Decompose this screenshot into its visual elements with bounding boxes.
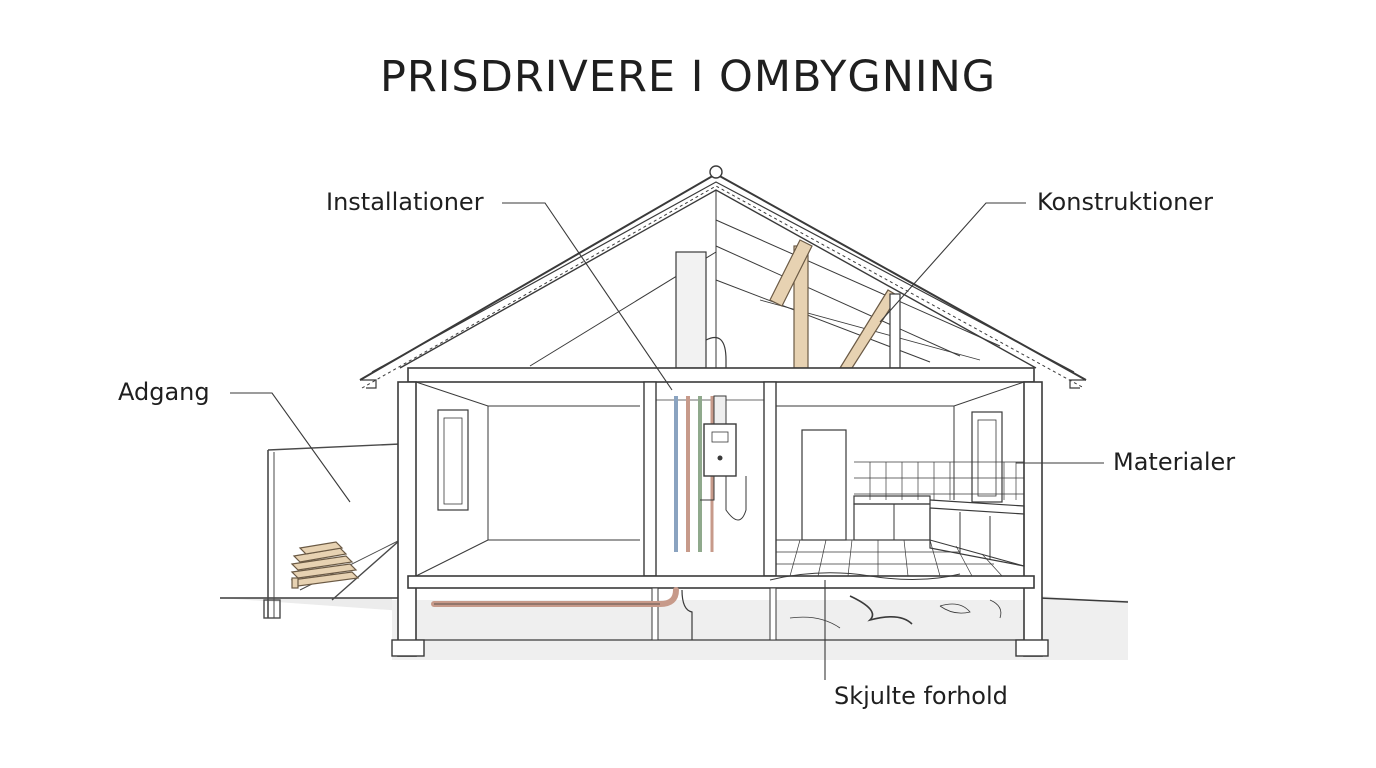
leader-adgang [230,392,351,503]
partition-right [763,381,777,577]
diagram-title: PRISDRIVERE I OMBYGNING [379,52,997,102]
crawl-space [416,587,1024,641]
gutter-left [360,379,377,389]
vent-pipe [705,336,727,368]
partition-left [643,381,657,577]
chimney [675,251,707,369]
roof [359,165,1087,389]
ceiling-beam [407,367,1035,383]
left-wall [397,381,417,657]
floor-slab [407,575,1035,589]
foundation-left [391,639,425,657]
foundation-right [1015,639,1049,657]
lumber-stack [290,541,360,589]
ground-line-right [1039,597,1129,603]
label-adgang: Adgang [118,378,210,406]
kitchen-room [775,381,1025,577]
gutter-right [1069,379,1086,389]
leader-installationer [502,202,673,391]
boiler-unit [703,423,737,477]
leader-konstruktioner [879,202,1026,323]
left-room [415,381,640,577]
label-konstruktioner: Konstruktioner [1037,188,1213,216]
label-materialer: Materialer [1113,448,1236,476]
post-foot [263,599,281,619]
leader-lines [230,202,1104,680]
label-installationer: Installationer [326,188,484,216]
ground-area [392,600,1128,660]
attic-beams [769,239,901,369]
installation-shaft [656,395,764,552]
right-wall [1023,381,1043,657]
floor-damage [769,572,961,581]
label-skjulte-forhold: Skjulte forhold [834,682,1008,710]
